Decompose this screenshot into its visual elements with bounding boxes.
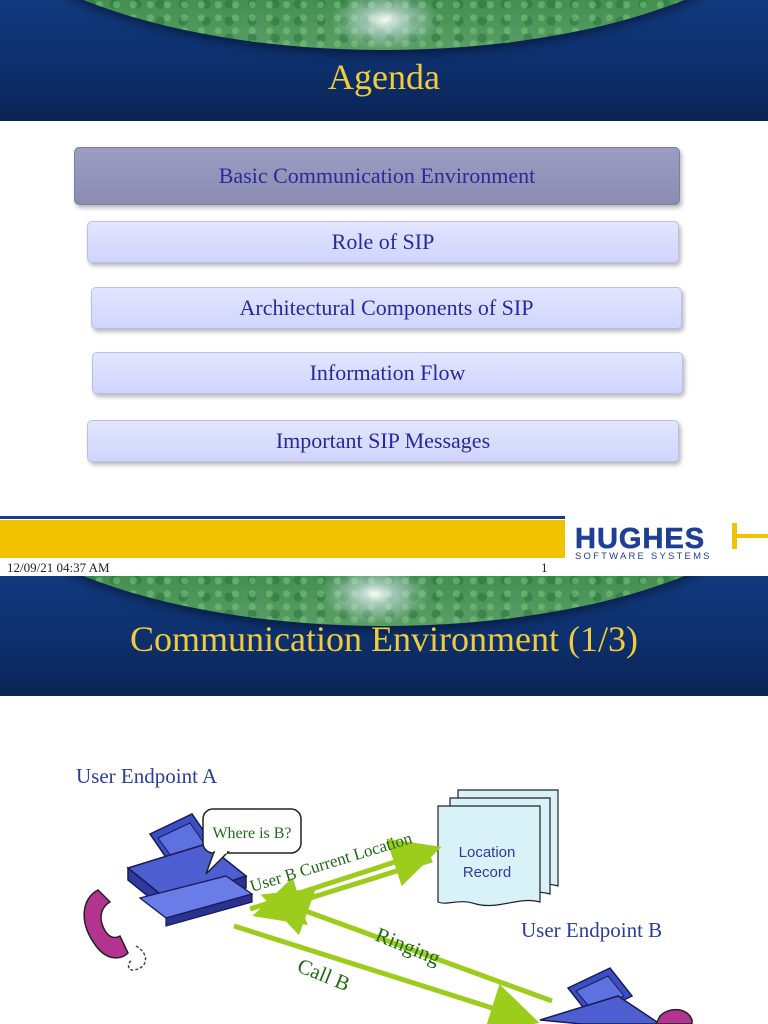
communication-diagram: Where is B? Location Record User B Curre… [83, 789, 693, 1024]
agenda-item-label: Architectural Components of SIP [239, 295, 534, 320]
footer-stripe-yellow [0, 520, 565, 530]
slide-title: Agenda [328, 57, 440, 97]
agenda-item-label: Role of SIP [331, 229, 435, 254]
agenda-item-important-sip-messages[interactable]: Important SIP Messages [87, 420, 679, 462]
agenda-item-label: Important SIP Messages [275, 428, 491, 453]
slide-header: Agenda [0, 0, 768, 121]
speech-bubble-text: Where is B? [212, 825, 291, 842]
header-glare [320, 576, 430, 624]
svg-text:HUGHES: HUGHES [575, 523, 705, 555]
footer-stripe-yellow-main [0, 530, 565, 558]
location-record-label-line1: Location [459, 844, 516, 861]
phone-icon-a [83, 889, 147, 971]
endpoint-b-label: User Endpoint B [521, 918, 663, 942]
agenda-item-architectural-components[interactable]: Architectural Components of SIP [91, 287, 682, 329]
footer-stripe-blue [0, 516, 565, 519]
arrow-ringing [260, 888, 553, 1004]
slide-agenda: Agenda Basic Communication Environment R… [0, 0, 768, 462]
phone-icon-b [655, 1008, 693, 1024]
slide-title: Communication Environment (1/3) [130, 619, 638, 659]
endpoint-a-label: User Endpoint A [76, 764, 218, 788]
agenda-item-information-flow[interactable]: Information Flow [92, 352, 683, 394]
computer-icon-b [539, 967, 662, 1024]
location-record-label-line2: Record [463, 864, 511, 881]
hughes-logo: HUGHES SOFTWARE SYSTEMS [567, 516, 768, 576]
header-glare [330, 0, 440, 50]
slide-communication-environment: Communication Environment (1/3) User End… [0, 576, 768, 1024]
slide-footer: 12/09/21 04:37 AM 1 HUGHES SOFTWARE SYST… [0, 512, 768, 576]
arrow-call [233, 923, 540, 1024]
arrow-ringing-label: Ringing [372, 922, 444, 970]
location-record-icon [437, 789, 559, 907]
footer-date: 12/09/21 04:37 AM [7, 560, 110, 575]
speech-bubble [202, 808, 302, 875]
agenda-item-role-of-sip[interactable]: Role of SIP [87, 221, 679, 263]
svg-text:SOFTWARE SYSTEMS: SOFTWARE SYSTEMS [575, 551, 712, 562]
agenda-item-basic-communication[interactable]: Basic Communication Environment [74, 147, 680, 205]
footer-page-number: 1 [541, 560, 548, 575]
agenda-item-label: Basic Communication Environment [218, 163, 536, 188]
agenda-item-label: Information Flow [309, 360, 466, 385]
slide-header: Communication Environment (1/3) [0, 576, 768, 696]
